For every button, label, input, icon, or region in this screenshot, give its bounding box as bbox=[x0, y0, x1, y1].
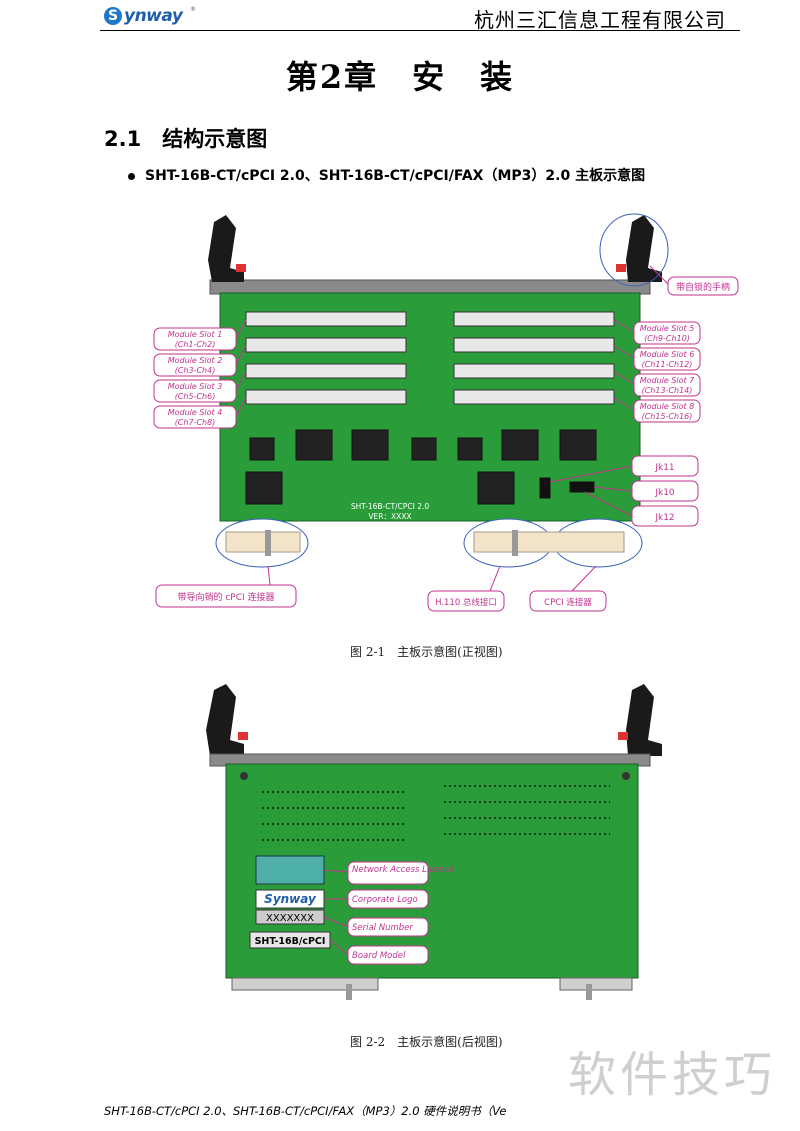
right-slot-callouts bbox=[613, 319, 701, 423]
logo-initial: S bbox=[104, 7, 122, 25]
bullet-item: SHT-16B-CT/cPCI 2.0、SHT-16B-CT/cPCI/FAX（… bbox=[128, 165, 645, 185]
serial-number-text: XXXXXXX bbox=[266, 913, 314, 924]
h110-cpci-connector bbox=[473, 531, 625, 553]
header-divider bbox=[100, 30, 740, 31]
logo-text: ynway bbox=[124, 6, 183, 26]
back-guide-pin-icon-2 bbox=[586, 984, 592, 1000]
figure-caption-2: 图 2-2 主板示意图(后视图) bbox=[350, 1035, 503, 1049]
handle-highlight-circle bbox=[599, 213, 669, 287]
section-title: 2.1 结构示意图 bbox=[104, 127, 268, 151]
back-right-connector bbox=[559, 977, 633, 991]
handle-callout-text: 带自锁的手柄 bbox=[676, 281, 730, 293]
via-rows bbox=[262, 785, 610, 841]
watermark: 软件技巧 bbox=[568, 1047, 777, 1103]
slot5-name: Module Slot 5 bbox=[640, 324, 695, 333]
slot4-name: Module Slot 4 bbox=[168, 408, 223, 417]
chapter-title: 第2章 安 装 bbox=[285, 58, 515, 96]
jk10-label: Jk10 bbox=[654, 488, 675, 498]
front-view-diagram: SHT-16B-CT/CPCI 2.0 VER：XXXX XXXX.XX.XX … bbox=[153, 213, 739, 612]
callout-serial-number: Serial Number bbox=[352, 923, 413, 933]
right-handle-icon bbox=[616, 215, 662, 282]
guide-pin-icon-2 bbox=[512, 530, 518, 556]
network-access-license-tag bbox=[255, 855, 325, 885]
slot6-channels: (Ch11-Ch12) bbox=[642, 360, 693, 369]
bullet-dot-icon bbox=[128, 172, 135, 180]
handle-callout-line bbox=[649, 265, 669, 285]
left-handle-icon bbox=[208, 215, 246, 282]
back-logo-text: Synway bbox=[264, 892, 317, 906]
slot5-channels: (Ch9-Ch10) bbox=[644, 334, 690, 343]
slot2-channels: (Ch3-Ch4) bbox=[175, 366, 216, 375]
back-right-handle-icon bbox=[618, 684, 662, 756]
board-label-line3: XXXX.XX.XX bbox=[357, 522, 403, 531]
cpci-guide-callout-text: 带导向销的 cPCI 连接器 bbox=[177, 591, 274, 603]
bullet-text: SHT-16B-CT/cPCI 2.0、SHT-16B-CT/cPCI/FAX（… bbox=[145, 168, 646, 184]
slot3-channels: (Ch5-Ch6) bbox=[175, 392, 216, 401]
slot4-channels: (Ch7-Ch8) bbox=[175, 418, 216, 427]
slot6-name: Module Slot 6 bbox=[640, 350, 695, 359]
jumper-callouts bbox=[549, 455, 699, 527]
slot7-name: Module Slot 7 bbox=[640, 376, 696, 385]
back-guide-pin-icon bbox=[346, 984, 352, 1000]
slot1-channels: (Ch1-Ch2) bbox=[175, 340, 216, 349]
board-model-text: SHT-16B/cPCI bbox=[255, 936, 326, 947]
bottom-callouts bbox=[155, 565, 607, 612]
slot2-name: Module Slot 2 bbox=[168, 356, 223, 365]
screw-icon-2 bbox=[622, 772, 630, 780]
front-top-rail bbox=[209, 279, 651, 295]
callout-board-model: Board Model bbox=[352, 951, 406, 961]
h110-callout-text: H.110 总线接口 bbox=[435, 597, 497, 608]
slot8-channels: (Ch15-Ch16) bbox=[642, 412, 693, 421]
company-name: 杭州三汇信息工程有限公司 bbox=[474, 8, 726, 32]
back-view-diagram: Synway XXXXXXX SHT-16B/cPCI Network Acce… bbox=[206, 684, 662, 1000]
footer-text: SHT-16B-CT/cPCI 2.0、SHT-16B-CT/cPCI/FAX（… bbox=[104, 1104, 507, 1118]
handle-callout-box bbox=[667, 276, 739, 296]
slot1-name: Module Slot 1 bbox=[168, 330, 223, 339]
callout-corporate-logo: Corporate Logo bbox=[352, 895, 418, 905]
right-module-slots bbox=[453, 311, 615, 405]
logo-registered-mark: ® bbox=[190, 6, 196, 13]
left-module-slots bbox=[245, 311, 407, 405]
figure-caption-1: 图 2-1 主板示意图(正视图) bbox=[350, 645, 503, 659]
jk11-label: Jk11 bbox=[654, 463, 674, 473]
back-left-handle-icon bbox=[206, 684, 248, 756]
back-cpci-connector bbox=[231, 977, 379, 991]
synway-logo: S ynway ® bbox=[104, 6, 200, 26]
slot7-channels: (Ch13-Ch14) bbox=[642, 386, 693, 395]
board-label-line2: VER：XXXX bbox=[368, 512, 411, 521]
left-slot-callouts bbox=[153, 319, 247, 429]
slot8-name: Module Slot 8 bbox=[640, 402, 695, 411]
back-callouts bbox=[323, 861, 429, 965]
cpci-guide-connector bbox=[225, 531, 301, 553]
guide-pin-icon bbox=[265, 530, 271, 556]
slot3-name: Module Slot 3 bbox=[168, 382, 223, 391]
callout-network-access-license: Network Access License bbox=[352, 865, 454, 875]
board-label-line1: SHT-16B-CT/CPCI 2.0 bbox=[351, 502, 429, 511]
board-chips bbox=[245, 429, 597, 505]
cpci-callout-text: CPCI 连接器 bbox=[544, 597, 592, 608]
jk12-label: Jk12 bbox=[654, 513, 674, 523]
screw-icon bbox=[240, 772, 248, 780]
